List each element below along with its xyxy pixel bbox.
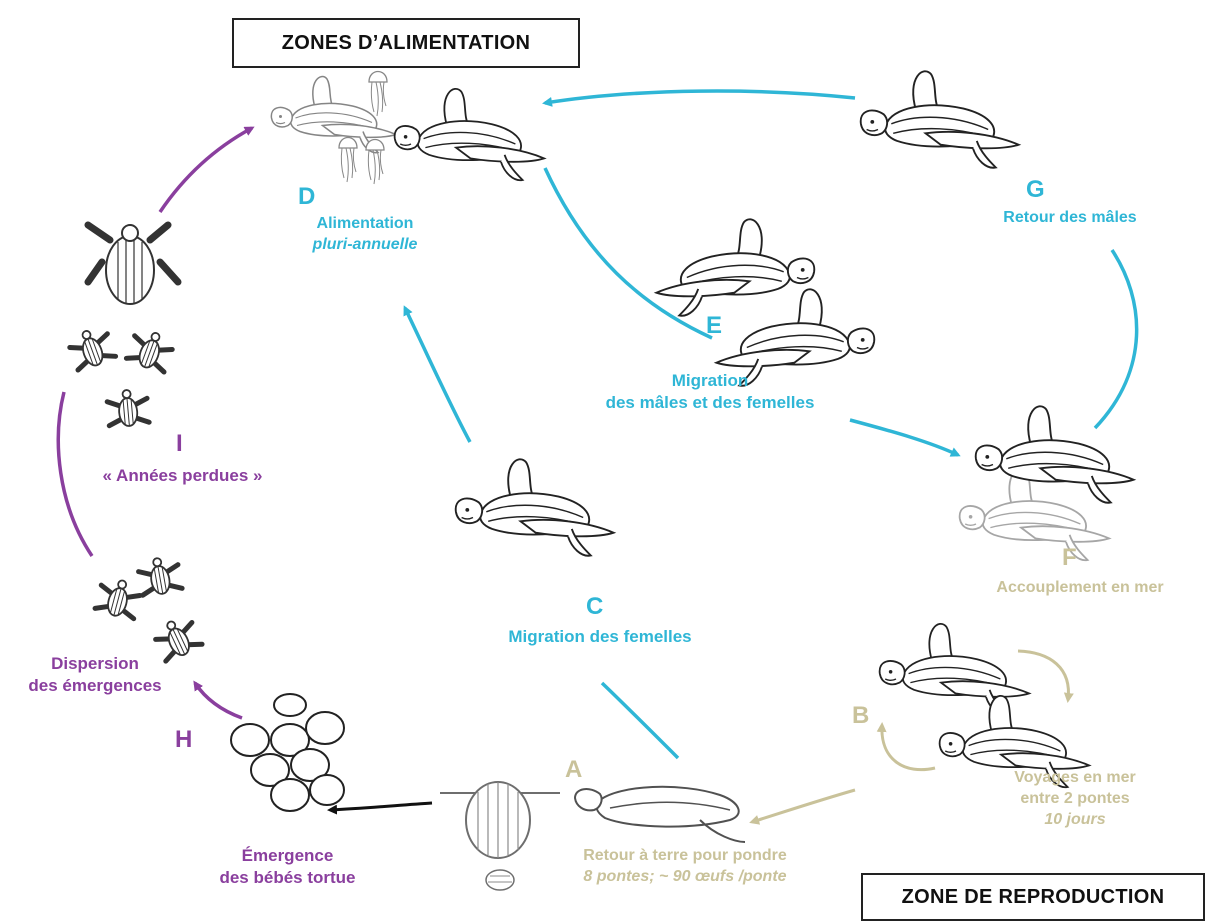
turtle-f-icon [976,406,1134,502]
reproduction-zone-header: ZONE DE REPRODUCTION [861,873,1205,921]
hatchling-icon [106,388,149,427]
stage-d-letter: D [298,183,315,211]
stage-a-subtitle: 8 pontes; ~ 90 œufs /ponte [535,867,835,888]
dispersion-subtitle: des émergences [10,675,180,697]
turtle-a-icon [575,787,745,842]
arrow-a-to-h [330,803,432,810]
stage-h-subtitle: des bébés tortue [200,867,375,889]
arrow-f-to-g [1095,250,1137,428]
stage-i-letter: I [176,430,183,458]
stage-c-label: Migration des femelles [470,626,730,648]
hatchling-icon [137,555,183,597]
arrow-h-to-dispersion [195,683,242,718]
stage-e-subtitle: des mâles et des femelles [560,392,860,414]
jellyfish-icon [339,138,357,183]
juvenile-turtle-icon [88,225,178,304]
egg-clutch-icon [231,694,344,811]
arrow-i-to-d [160,128,252,212]
hatchling-icon [66,324,116,372]
feeding-zones-title: ZONES D’ALIMENTATION [282,32,531,55]
stage-h-title: Émergence [200,845,375,867]
hatchling-icon [95,576,143,621]
stage-h-label: Émergence des bébés tortue [200,845,375,889]
stage-b-label: Voyages en mer entre 2 pontes 10 jours [1000,768,1150,830]
stage-c-letter: C [586,593,603,621]
jellyfish-icon [366,140,384,185]
dispersion-title: Dispersion [10,653,180,675]
feeding-zones-header: ZONES D’ALIMENTATION [232,18,580,68]
stage-d-label: Alimentation pluri-annuelle [290,214,440,256]
stage-f-label: Accouplement en mer [955,578,1205,599]
stage-e-letter: E [706,312,722,340]
dispersion-label: Dispersion des émergences [10,653,180,697]
stage-d-title: Alimentation [290,214,440,235]
stage-d-subtitle: pluri-annuelle [290,235,440,256]
turtle-c-icon [456,459,614,555]
stage-h-letter: H [175,726,192,754]
stage-e-title: Migration [560,370,860,392]
stage-i-label: « Années perdues » [75,465,290,487]
arrow-c-to-d [405,308,470,442]
arrow-b-loop-bottom [882,725,935,770]
turtle-e-top-icon [656,219,814,315]
stage-b-line2: entre 2 pontes [1000,789,1150,810]
stage-a-label: Retour à terre pour pondre 8 pontes; ~ 9… [535,846,835,888]
turtle-d-icon [395,89,545,180]
stage-e-label: Migration des mâles et des femelles [560,370,860,414]
stage-a-letter: A [565,756,582,784]
stage-g-letter: G [1026,176,1045,204]
arrow-g-to-d [545,91,855,103]
reproduction-zone-title: ZONE DE REPRODUCTION [902,886,1165,909]
stage-b-duration: 10 jours [1000,810,1150,831]
stage-b-line1: Voyages en mer [1000,768,1150,789]
arrow-b-to-a [752,790,855,822]
hatchling-icon [126,326,176,374]
stage-g-label: Retour des mâles [970,208,1170,229]
turtle-g-icon [861,71,1019,167]
stage-b-letter: B [852,702,869,730]
jellyfish-icon [369,72,387,117]
arrow-a-to-c [602,683,678,758]
stage-a-title: Retour à terre pour pondre [535,846,835,867]
stage-f-letter: F [1062,544,1077,572]
arrow-e-to-f [850,420,958,455]
